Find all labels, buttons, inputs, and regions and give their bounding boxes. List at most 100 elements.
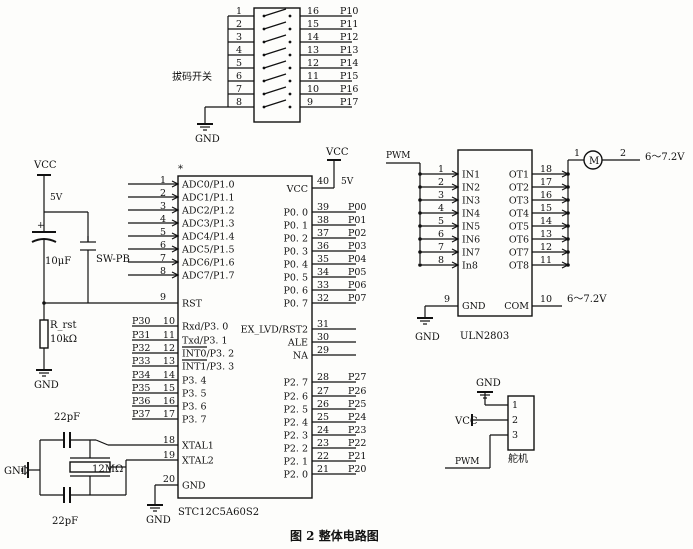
input-arrow (171, 245, 180, 253)
mcu-pin-number: 29 (317, 345, 329, 356)
uln-com-pin-number: 10 (540, 294, 552, 305)
uln-input-pin-name: IN5 (462, 222, 480, 233)
mcu-pin-number: 28 (317, 372, 329, 383)
mcu-pin-name: ADC5/P1.5 (181, 245, 235, 256)
dip-port-label: P11 (340, 19, 358, 30)
uln-ground-symbol (417, 317, 433, 325)
junction-dot (418, 172, 422, 176)
input-arrow (171, 180, 180, 188)
dip-left-pin-number: 7 (236, 84, 242, 95)
mcu-pin-name: INT0/P3. 2 (182, 349, 234, 360)
mcu-pin-name: Txd/P3. 1 (182, 336, 228, 347)
mcu-pin-number: 33 (317, 280, 329, 291)
mcu-pin-number: 22 (317, 451, 329, 462)
input-arrow (451, 196, 460, 204)
uln-input-pin-number: 5 (438, 216, 444, 227)
servo-pwm-label: PWM (455, 457, 480, 467)
dip-right-pin-number: 14 (307, 32, 319, 43)
mcu-pin-number: 24 (317, 425, 329, 436)
input-arrow (451, 235, 460, 243)
input-arrow (451, 170, 460, 178)
switch-lever (263, 99, 287, 108)
uln-com-supply-label: 6～7.2V (567, 294, 607, 305)
motor-pin2: 2 (620, 148, 626, 159)
mcu-pin-name: P2. 3 (283, 431, 308, 442)
uln-input-pin-number: 4 (438, 203, 444, 214)
mcu-net-label: P02 (348, 228, 366, 239)
uln-output-pin-name: OT6 (509, 235, 529, 246)
mcu-pin-name: P3. 6 (182, 402, 207, 413)
mcu-pin1-marker: * (178, 164, 183, 175)
mcu-pin-number: 4 (160, 214, 166, 225)
uln-output-pin-number: 17 (540, 177, 552, 188)
uln-input-pin-number: 7 (438, 242, 444, 253)
input-arrow (451, 209, 460, 217)
mcu-pin-name: P0. 1 (283, 221, 308, 232)
mcu-net-label: P21 (348, 451, 366, 462)
cap-plate-curved (31, 238, 57, 243)
input-arrow (171, 219, 180, 227)
mcu-net-label: P23 (348, 425, 366, 436)
dip-left-pin-number: 6 (236, 71, 242, 82)
mcu-pin-number: 3 (160, 201, 166, 212)
mcu-ground-symbol (147, 504, 163, 512)
uln-input-pin-name: IN3 (462, 196, 480, 207)
mcu-pin-number: 9 (160, 292, 166, 303)
mcu-pin-number: 35 (317, 254, 329, 265)
mcu-pin-name: ALE (287, 338, 308, 349)
dip-switch-title: 拔码开关 (172, 70, 212, 83)
mcu-pin-number: 17 (163, 409, 175, 420)
mcu-net-label: P05 (348, 267, 366, 278)
crystal-gnd-label: GND (4, 466, 29, 477)
mcu-pin-name: ADC0/P1.0 (181, 180, 235, 191)
mcu-pin-number: 20 (163, 474, 175, 485)
uln-output-pin-number: 16 (540, 190, 552, 201)
mcu-pin-name: P3. 7 (182, 415, 207, 426)
servo-pin-number: 1 (512, 400, 518, 411)
switch-contact (288, 105, 292, 109)
dip-right-pin-number: 9 (307, 97, 313, 108)
uln-input-pin-number: 3 (438, 190, 444, 201)
uln-output-pin-name: OT1 (509, 170, 529, 181)
mcu-pin-number: 12 (163, 343, 175, 354)
mcu-net-label: P35 (132, 383, 150, 394)
mcu-pin-number: 25 (317, 412, 329, 423)
motor-pin1: 1 (574, 148, 580, 159)
mcu-pin-name: INT1/P3. 3 (182, 362, 234, 373)
mcu-net-label: P03 (348, 241, 366, 252)
dip-switch-body (253, 7, 301, 123)
uln-input-pin-number: 6 (438, 229, 444, 240)
uln-com-pin-name: COM (504, 301, 529, 312)
dip-port-label: P15 (340, 71, 358, 82)
mcu-net-label: P37 (132, 409, 150, 420)
uln-gnd-pin-name: GND (462, 301, 486, 312)
mcu-pin-name: RST (182, 299, 203, 310)
switch-contact (288, 53, 292, 57)
motor-label: M (589, 156, 599, 167)
servo-pin-number: 3 (512, 430, 518, 441)
mcu-pin-number: 1 (160, 175, 166, 186)
mcu-pin-number: 32 (317, 293, 329, 304)
mcu-pin-number: 23 (317, 438, 329, 449)
uln-output-pin-number: 15 (540, 203, 552, 214)
mcu-pin-name: P2. 2 (283, 444, 308, 455)
input-arrow (171, 232, 180, 240)
mcu-net-label: P34 (132, 370, 150, 381)
input-arrow (451, 261, 460, 269)
dip-left-pin-number: 2 (236, 19, 242, 30)
uln-output-pin-name: OT2 (509, 183, 529, 194)
mcu-net-label: P01 (348, 215, 366, 226)
dip-gnd-label: GND (195, 134, 220, 145)
mcu-net-label: P30 (132, 316, 150, 327)
mcu-pin-number: 38 (317, 215, 329, 226)
reset-volt-label: 5V (50, 193, 63, 203)
mcu-pin-number: 15 (163, 383, 175, 394)
switch-lever (263, 8, 287, 17)
dip-port-label: P12 (340, 32, 358, 43)
crystal-cap-top-label: 22pF (54, 412, 80, 423)
mcu-pin-number: 30 (317, 332, 329, 343)
mcu-pin-name: XTAL2 (182, 456, 214, 467)
mcu-net-label: P25 (348, 399, 366, 410)
